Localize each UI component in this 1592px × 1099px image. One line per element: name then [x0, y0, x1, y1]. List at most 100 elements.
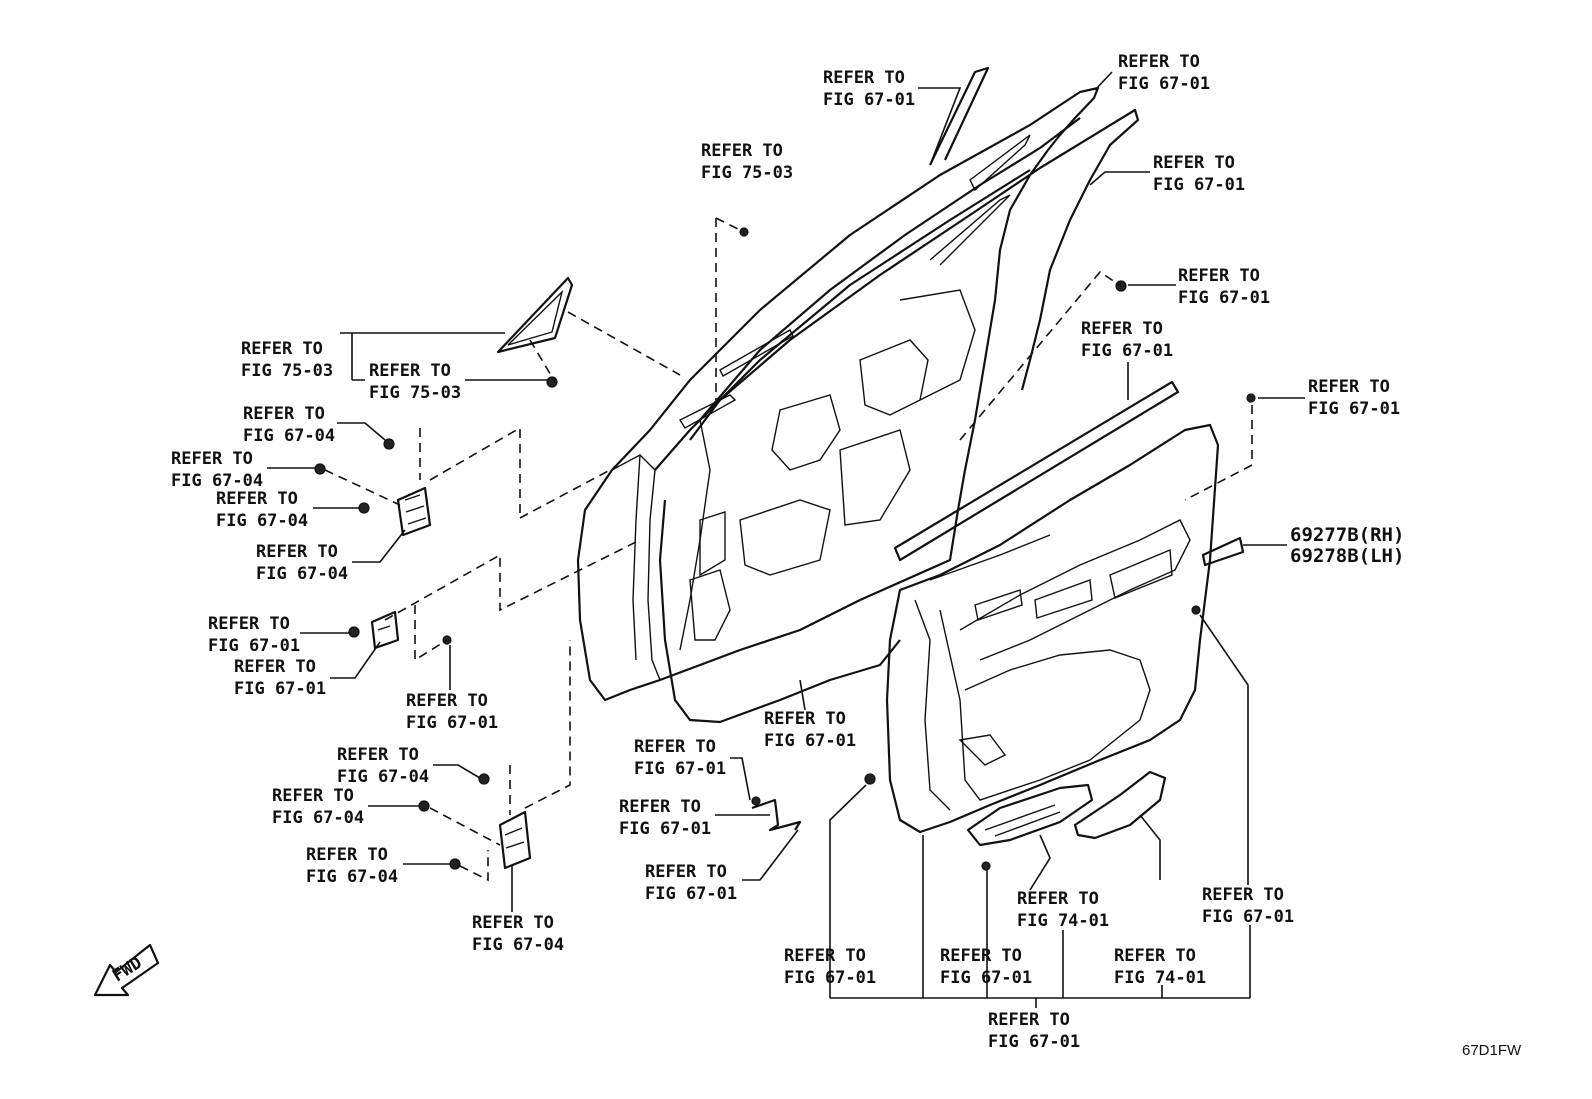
callout-text: FIG 74-01 [1114, 968, 1206, 988]
callout-text: FIG 75-03 [241, 361, 333, 381]
callout-text: REFER TO [988, 1010, 1070, 1030]
callout-text: REFER TO [823, 68, 905, 88]
callout-text: FIG 67-01 [784, 968, 876, 988]
callout-text: FIG 67-01 [234, 679, 326, 699]
callout-text: REFER TO [1153, 153, 1235, 173]
callout-text: REFER TO [243, 404, 325, 424]
door-trim-panel [885, 423, 1220, 834]
mirror-triangle [496, 276, 574, 354]
callout-text: REFER TO [1202, 885, 1284, 905]
callout-text: FIG 67-04 [216, 511, 308, 531]
callout-text: FIG 67-01 [823, 90, 915, 110]
callout-text: FIG 67-04 [472, 935, 564, 955]
callout-text: FIG 75-03 [369, 383, 461, 403]
small-bracket [1201, 536, 1245, 567]
callout-text: REFER TO [208, 614, 290, 634]
part-numbers: 69277B(RH) 69278B(LH) [1290, 524, 1404, 567]
callout-text: REFER TO [306, 845, 388, 865]
callout-text: REFER TO [619, 797, 701, 817]
callout-text: REFER TO [764, 709, 846, 729]
callout-text: REFER TO [1114, 946, 1196, 966]
callout-text: REFER TO [272, 786, 354, 806]
callout-text: FIG 67-01 [1081, 341, 1173, 361]
callout-text: REFER TO [406, 691, 488, 711]
callout-text: REFER TO [784, 946, 866, 966]
fwd-arrow-icon: FWD [93, 943, 160, 997]
latch-bracket [751, 798, 802, 832]
callout-text: FIG 67-01 [406, 713, 498, 733]
upper-hinge [396, 486, 432, 537]
callout-text: FIG 67-04 [337, 767, 429, 787]
callout-text: FIG 67-04 [256, 564, 348, 584]
callout-text: REFER TO [369, 361, 451, 381]
callout-text: REFER TO [634, 737, 716, 757]
callout-text: FIG 67-01 [1178, 288, 1270, 308]
callout-text: REFER TO [171, 449, 253, 469]
door-shell [576, 66, 1140, 724]
callout-text: REFER TO [241, 339, 323, 359]
callout-text: FIG 75-03 [701, 163, 793, 183]
callout-text: REFER TO [1178, 266, 1260, 286]
callout-text: REFER TO [256, 542, 338, 562]
assembly-lines [324, 217, 1253, 882]
callout-text: REFER TO [1118, 52, 1200, 72]
callout-text: FIG 67-04 [243, 426, 335, 446]
callout-text: REFER TO [472, 913, 554, 933]
callout-text: FIG 67-01 [1202, 907, 1294, 927]
callout-text: FIG 67-01 [619, 819, 711, 839]
part-number-rh: 69277B(RH) [1290, 524, 1404, 546]
callout-text: FIG 67-01 [1308, 399, 1400, 419]
callout-text: REFER TO [701, 141, 783, 161]
callout-text: FIG 67-01 [1153, 175, 1245, 195]
callout-text: REFER TO [216, 489, 298, 509]
callout-text: FIG 67-01 [208, 636, 300, 656]
callout-text: REFER TO [940, 946, 1022, 966]
callout-text: FIG 67-04 [272, 808, 364, 828]
callout-text: REFER TO [234, 657, 316, 677]
callout-text: FIG 67-04 [306, 867, 398, 887]
callout-text: FIG 67-01 [645, 884, 737, 904]
callout-text: FIG 67-04 [171, 471, 263, 491]
check-link [370, 610, 400, 650]
callout-text: FIG 74-01 [1017, 911, 1109, 931]
part-number-lh: 69278B(LH) [1290, 545, 1404, 567]
callout-text: FIG 67-01 [764, 731, 856, 751]
callout-text: FIG 67-01 [1118, 74, 1210, 94]
switch-panel [966, 770, 1167, 847]
callout-text: REFER TO [1081, 319, 1163, 339]
callout-text: REFER TO [337, 745, 419, 765]
callout-text: FIG 67-01 [988, 1032, 1080, 1052]
diagram-code: 67D1FW [1462, 1042, 1522, 1059]
lower-hinge [498, 810, 532, 870]
